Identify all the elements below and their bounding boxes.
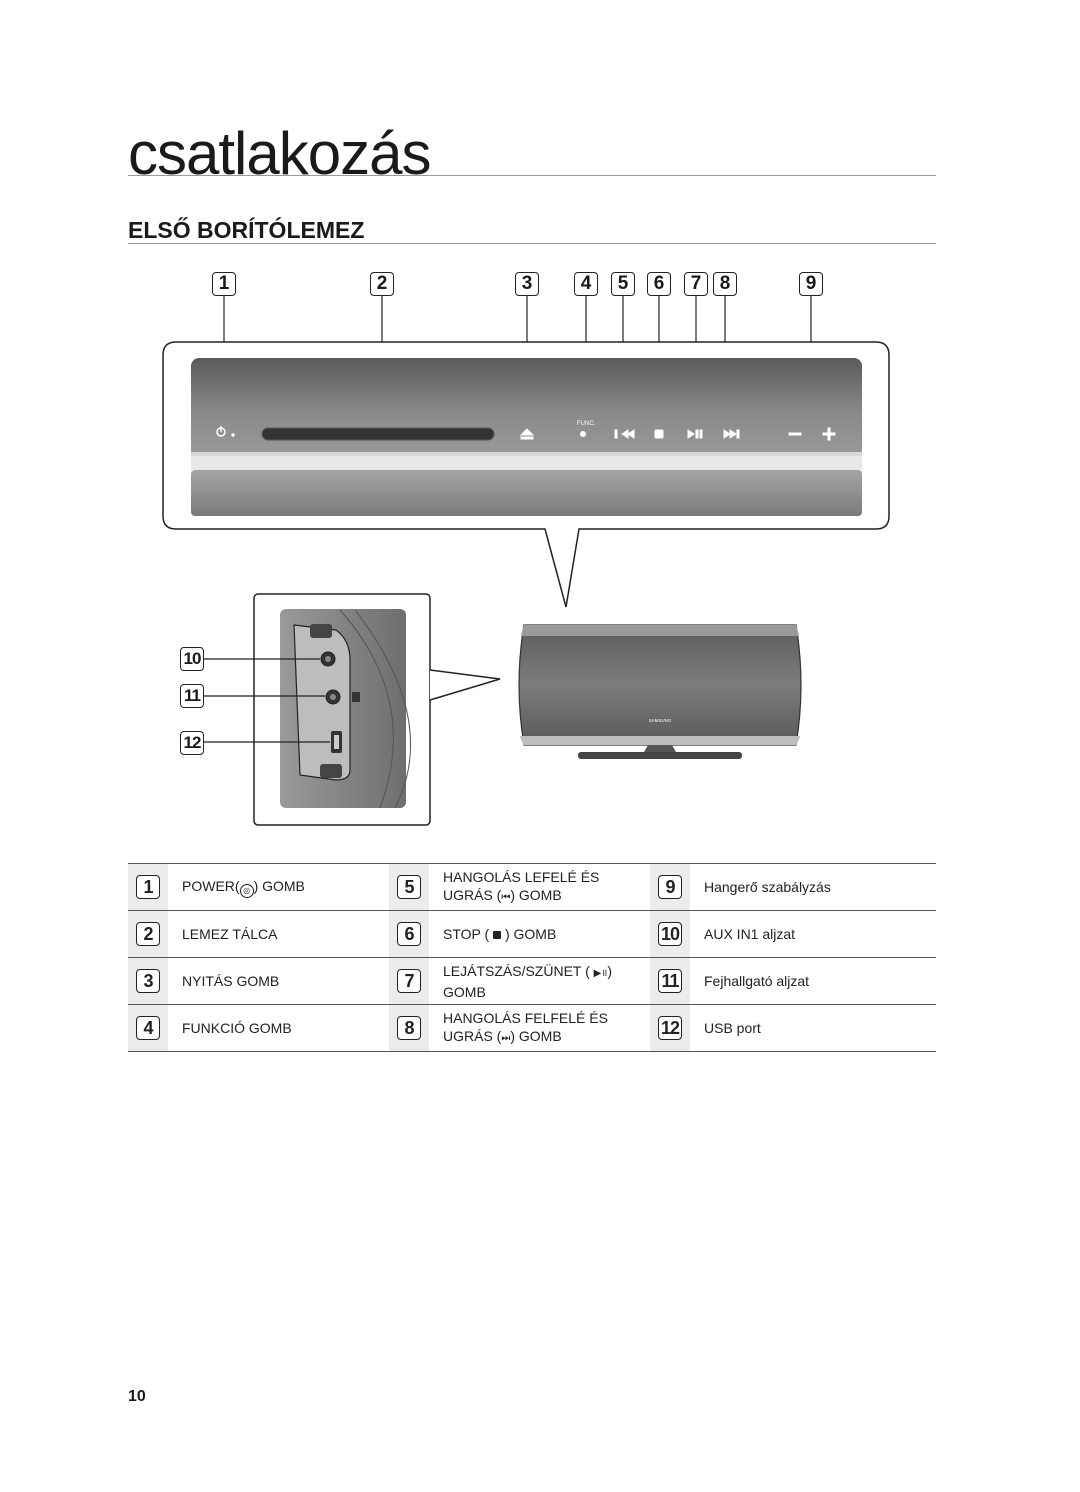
callout-12: 12 xyxy=(180,731,204,755)
table-row: 4 FUNKCIÓ GOMB 8 HANGOLÁS FELFELÉ ÉS UGR… xyxy=(128,1004,936,1052)
row-number: 5 xyxy=(397,875,421,899)
row-number: 10 xyxy=(658,922,682,946)
usb-port-label: USB port xyxy=(690,1004,936,1052)
table-row: 1 POWER(◎) GOMB 5 HANGOLÁS LEFELÉ ÉS UGR… xyxy=(128,863,936,911)
skip-back-icon: ⏮ xyxy=(501,891,511,903)
stop-label: STOP ( ) GOMB xyxy=(429,910,650,958)
power-button-label: POWER(◎) GOMB xyxy=(168,863,389,911)
open-button-label: NYITÁS GOMB xyxy=(168,957,389,1005)
volume-label: Hangerő szabályzás xyxy=(690,863,936,911)
play-pause-icon: ▶॥ xyxy=(593,967,608,979)
section-rule xyxy=(128,243,936,244)
callout-10: 10 xyxy=(180,647,204,671)
aux-in-label: AUX IN1 aljzat xyxy=(690,910,936,958)
headphone-label: Fejhallgató aljzat xyxy=(690,957,936,1005)
callout-6: 6 xyxy=(647,272,671,296)
row-number: 7 xyxy=(397,969,421,993)
callout-2: 2 xyxy=(370,272,394,296)
callout-9: 9 xyxy=(799,272,823,296)
power-icon: ◎ xyxy=(239,883,254,898)
row-number: 1 xyxy=(136,875,160,899)
function-button-label: FUNKCIÓ GOMB xyxy=(168,1004,389,1052)
row-number: 11 xyxy=(658,969,682,993)
table-row: 2 LEMEZ TÁLCA 6 STOP ( ) GOMB 10 AUX IN1… xyxy=(128,910,936,958)
stop-icon xyxy=(493,931,502,939)
spec-table: 1 POWER(◎) GOMB 5 HANGOLÁS LEFELÉ ÉS UGR… xyxy=(128,863,936,1052)
skip-forward-label: HANGOLÁS FELFELÉ ÉS UGRÁS (⏭) GOMB xyxy=(429,1004,650,1052)
row-number: 2 xyxy=(136,922,160,946)
page-number: 10 xyxy=(128,1388,146,1405)
row-number: 4 xyxy=(136,1016,160,1040)
row-number: 6 xyxy=(397,922,421,946)
callout-11: 11 xyxy=(180,684,204,708)
table-row: 3 NYITÁS GOMB 7 LEJÁTSZÁS/SZÜNET ( ▶॥) G… xyxy=(128,957,936,1005)
play-pause-label: LEJÁTSZÁS/SZÜNET ( ▶॥) GOMB xyxy=(429,957,650,1005)
callout-7: 7 xyxy=(684,272,708,296)
disc-tray-label: LEMEZ TÁLCA xyxy=(168,910,389,958)
row-number: 3 xyxy=(136,969,160,993)
row-number: 12 xyxy=(658,1016,682,1040)
section-title: ELSŐ BORÍTÓLEMEZ xyxy=(128,217,365,243)
front-panel-illustration: FUNC. SAMSUNG xyxy=(162,295,890,826)
row-number: 9 xyxy=(658,875,682,899)
brand-logo: SAMSUNG xyxy=(649,718,672,723)
callout-3: 3 xyxy=(515,272,539,296)
title-rule xyxy=(128,175,936,176)
row-number: 8 xyxy=(397,1016,421,1040)
callout-8: 8 xyxy=(713,272,737,296)
func-label: FUNC. xyxy=(577,421,596,427)
callout-1: 1 xyxy=(212,272,236,296)
skip-forward-icon: ⏭ xyxy=(501,1032,511,1044)
callout-5: 5 xyxy=(611,272,635,296)
skip-back-label: HANGOLÁS LEFELÉ ÉS UGRÁS (⏮) GOMB xyxy=(429,863,650,911)
